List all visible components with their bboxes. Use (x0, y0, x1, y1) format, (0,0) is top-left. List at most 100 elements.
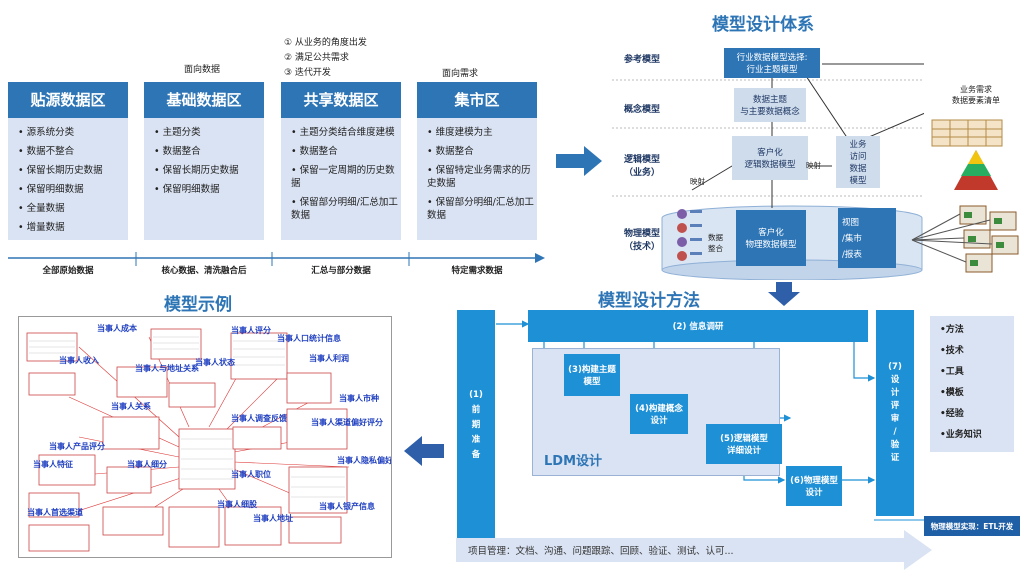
list-item: 数据整合 (154, 145, 264, 158)
layer-physical: 物理模型 （技术） (623, 229, 660, 252)
list-item: 保留明细数据 (154, 183, 264, 196)
map-label-2: 映射 (690, 177, 705, 186)
list-item: 保留部分明细/汇总加工数据 (427, 196, 537, 222)
zone-flow-line (8, 252, 545, 266)
principles: ① 从业务的角度出发 ② 满足公共需求 ③ 迭代开发 (284, 36, 367, 81)
view-item: /报表 (842, 250, 862, 260)
concept-model-box: 数据主题 与主要数据概念 (734, 88, 806, 122)
entity-label: 当事人产品评分 (49, 442, 105, 451)
list-item: 保留一定周期的历史数据 (291, 164, 401, 190)
zone-title: 基础数据区 (144, 82, 264, 118)
zone-bottom-2: 汇总与部分数据 (311, 266, 371, 276)
entity-label: 当事人成本 (97, 324, 137, 333)
entity-label: 当事人职位 (231, 470, 271, 479)
list-item: 保留特定业务需求的历史数据 (427, 164, 537, 190)
list-item: 全量数据 (18, 202, 128, 215)
report-stack-icon (911, 205, 1019, 273)
zone-mart: 集市区 维度建模为主 数据整合 保留特定业务需求的历史数据 保留部分明细/汇总加… (417, 82, 537, 240)
list-item: 保留长期历史数据 (18, 164, 128, 177)
principle-1: ① 从业务的角度出发 (284, 38, 367, 48)
list-item: 保留长期历史数据 (154, 164, 264, 177)
arrow-left-icon (404, 436, 444, 466)
etl-box: 物理模型实现：ETL开发 (924, 516, 1020, 536)
entity-label: 当事人调查反馈 (231, 414, 287, 423)
zone-title: 集市区 (417, 82, 537, 118)
view-item: /集市 (842, 234, 862, 244)
view-item: 视图 (842, 218, 860, 228)
step-review: (7) 设 计 评 审 / 验 证 (876, 310, 914, 516)
relationship-lines (26, 328, 350, 552)
entity-label: 当事人利润 (309, 354, 349, 363)
entity-label: 当事人状态 (195, 358, 235, 367)
entity-label: 当事人地址 (253, 514, 293, 523)
list-item: 主题分类 (154, 126, 264, 139)
entity-label: 当事人收入 (59, 356, 99, 365)
zone-title: 贴源数据区 (8, 82, 128, 118)
zone-list: 主题分类结合维度建模 数据整合 保留一定周期的历史数据 保留部分明细/汇总加工数… (281, 118, 401, 240)
list-item: 数据不整合 (18, 145, 128, 158)
project-management-arrow (456, 530, 932, 570)
step-prep: (1) 前 期 准 备 (457, 310, 495, 540)
reference-model-box: 行业数据模型选择: 行业主题模型 (724, 48, 820, 78)
arrow-down-icon (768, 282, 800, 306)
zone-list: 主题分类 数据整合 保留长期历史数据 保留明细数据 (144, 118, 264, 240)
business-need-label: 业务需求 数据要素清单 (952, 85, 1000, 105)
map-label-1: 映射 (806, 161, 821, 170)
entity-label: 当事人隐私偏好 (337, 456, 392, 465)
list-item: 主题分类结合维度建模 (291, 126, 401, 139)
zone-bottom-3: 特定需求数据 (451, 266, 503, 276)
ldm-label: LDM设计 (544, 454, 603, 469)
zone-source: 贴源数据区 源系统分类 数据不整合 保留长期历史数据 保留明细数据 全量数据 增… (8, 82, 128, 240)
entity-label: 当事人银产信息 (319, 502, 375, 511)
list-item: 维度建模为主 (427, 126, 537, 139)
data-oriented-label: 面向数据 (184, 65, 221, 75)
list-item: 数据整合 (427, 145, 537, 158)
layer-logic: 逻辑模型 （业务） (623, 155, 660, 178)
entity-label: 当事人市种 (339, 394, 379, 403)
layer-concept: 概念模型 (623, 105, 660, 115)
entity-label: 当事人渠道偏好评分 (311, 418, 383, 427)
entity-label: 当事人与地址关系 (135, 364, 199, 373)
access-model-box: 业务 访问 数据 模型 (836, 136, 880, 188)
entity-label: 当事人细股 (217, 500, 257, 509)
step-concept-design: (4)构建概念 设计 (630, 394, 688, 434)
source-dots-icon (677, 209, 702, 261)
entity-label: 当事人口统计信息 (277, 334, 341, 343)
method-title: 模型设计方法 (598, 291, 700, 311)
physical-model-box: 客户化 物理数据模型 (736, 210, 806, 266)
entity-label: 当事人关系 (111, 402, 151, 411)
tool-item: •方法 (940, 325, 964, 335)
logic-model-box: 客户化 逻辑数据模型 (732, 136, 808, 180)
tool-item: •业务知识 (940, 430, 982, 440)
entity-label: 当事人评分 (231, 326, 271, 335)
tools-panel: •方法 •技术 •工具 •模板 •经验 •业务知识 (930, 316, 1014, 452)
zone-list: 源系统分类 数据不整合 保留长期历史数据 保留明细数据 全量数据 增量数据 (8, 118, 128, 240)
example-diagram: 当事人成本 当事人评分 当事人口统计信息 当事人收入 当事人与地址关系 当事人状… (18, 316, 392, 558)
entity-label: 当事人细分 (127, 460, 167, 469)
views-box: 视图 /集市 /报表 (838, 208, 896, 268)
zone-shared: 共享数据区 主题分类结合维度建模 数据整合 保留一定周期的历史数据 保留部分明细… (281, 82, 401, 240)
principle-2: ② 满足公共需求 (284, 53, 349, 63)
zone-bottom-0: 全部原始数据 (42, 266, 94, 276)
need-oriented-label: 面向需求 (442, 69, 479, 79)
entity-label: 当事人特征 (33, 460, 73, 469)
step-research: (2) 信息调研 (528, 310, 868, 342)
system-title: 模型设计体系 (712, 15, 814, 35)
entity-label: 当事人首选渠道 (27, 508, 83, 517)
tool-item: •经验 (940, 409, 964, 419)
zone-list: 维度建模为主 数据整合 保留特定业务需求的历史数据 保留部分明细/汇总加工数据 (417, 118, 537, 240)
layer-reference: 参考模型 (623, 55, 660, 65)
list-item: 保留部分明细/汇总加工数据 (291, 196, 401, 222)
list-item: 源系统分类 (18, 126, 128, 139)
requirement-grid-icon (931, 119, 1003, 190)
list-item: 数据整合 (291, 145, 401, 158)
integration-label: 数据 整合 (708, 233, 723, 253)
arrow-right-icon (556, 146, 602, 176)
list-item: 保留明细数据 (18, 183, 128, 196)
tool-item: •技术 (940, 346, 964, 356)
project-management-label: 项目管理：文档、沟通、问题跟踪、回顾、验证、测试、认可... (468, 546, 734, 557)
step-physical-design: (6)物理模型 设计 (786, 466, 842, 506)
zone-base: 基础数据区 主题分类 数据整合 保留长期历史数据 保留明细数据 (144, 82, 264, 240)
principle-3: ③ 迭代开发 (284, 68, 331, 78)
list-item: 增量数据 (18, 221, 128, 234)
